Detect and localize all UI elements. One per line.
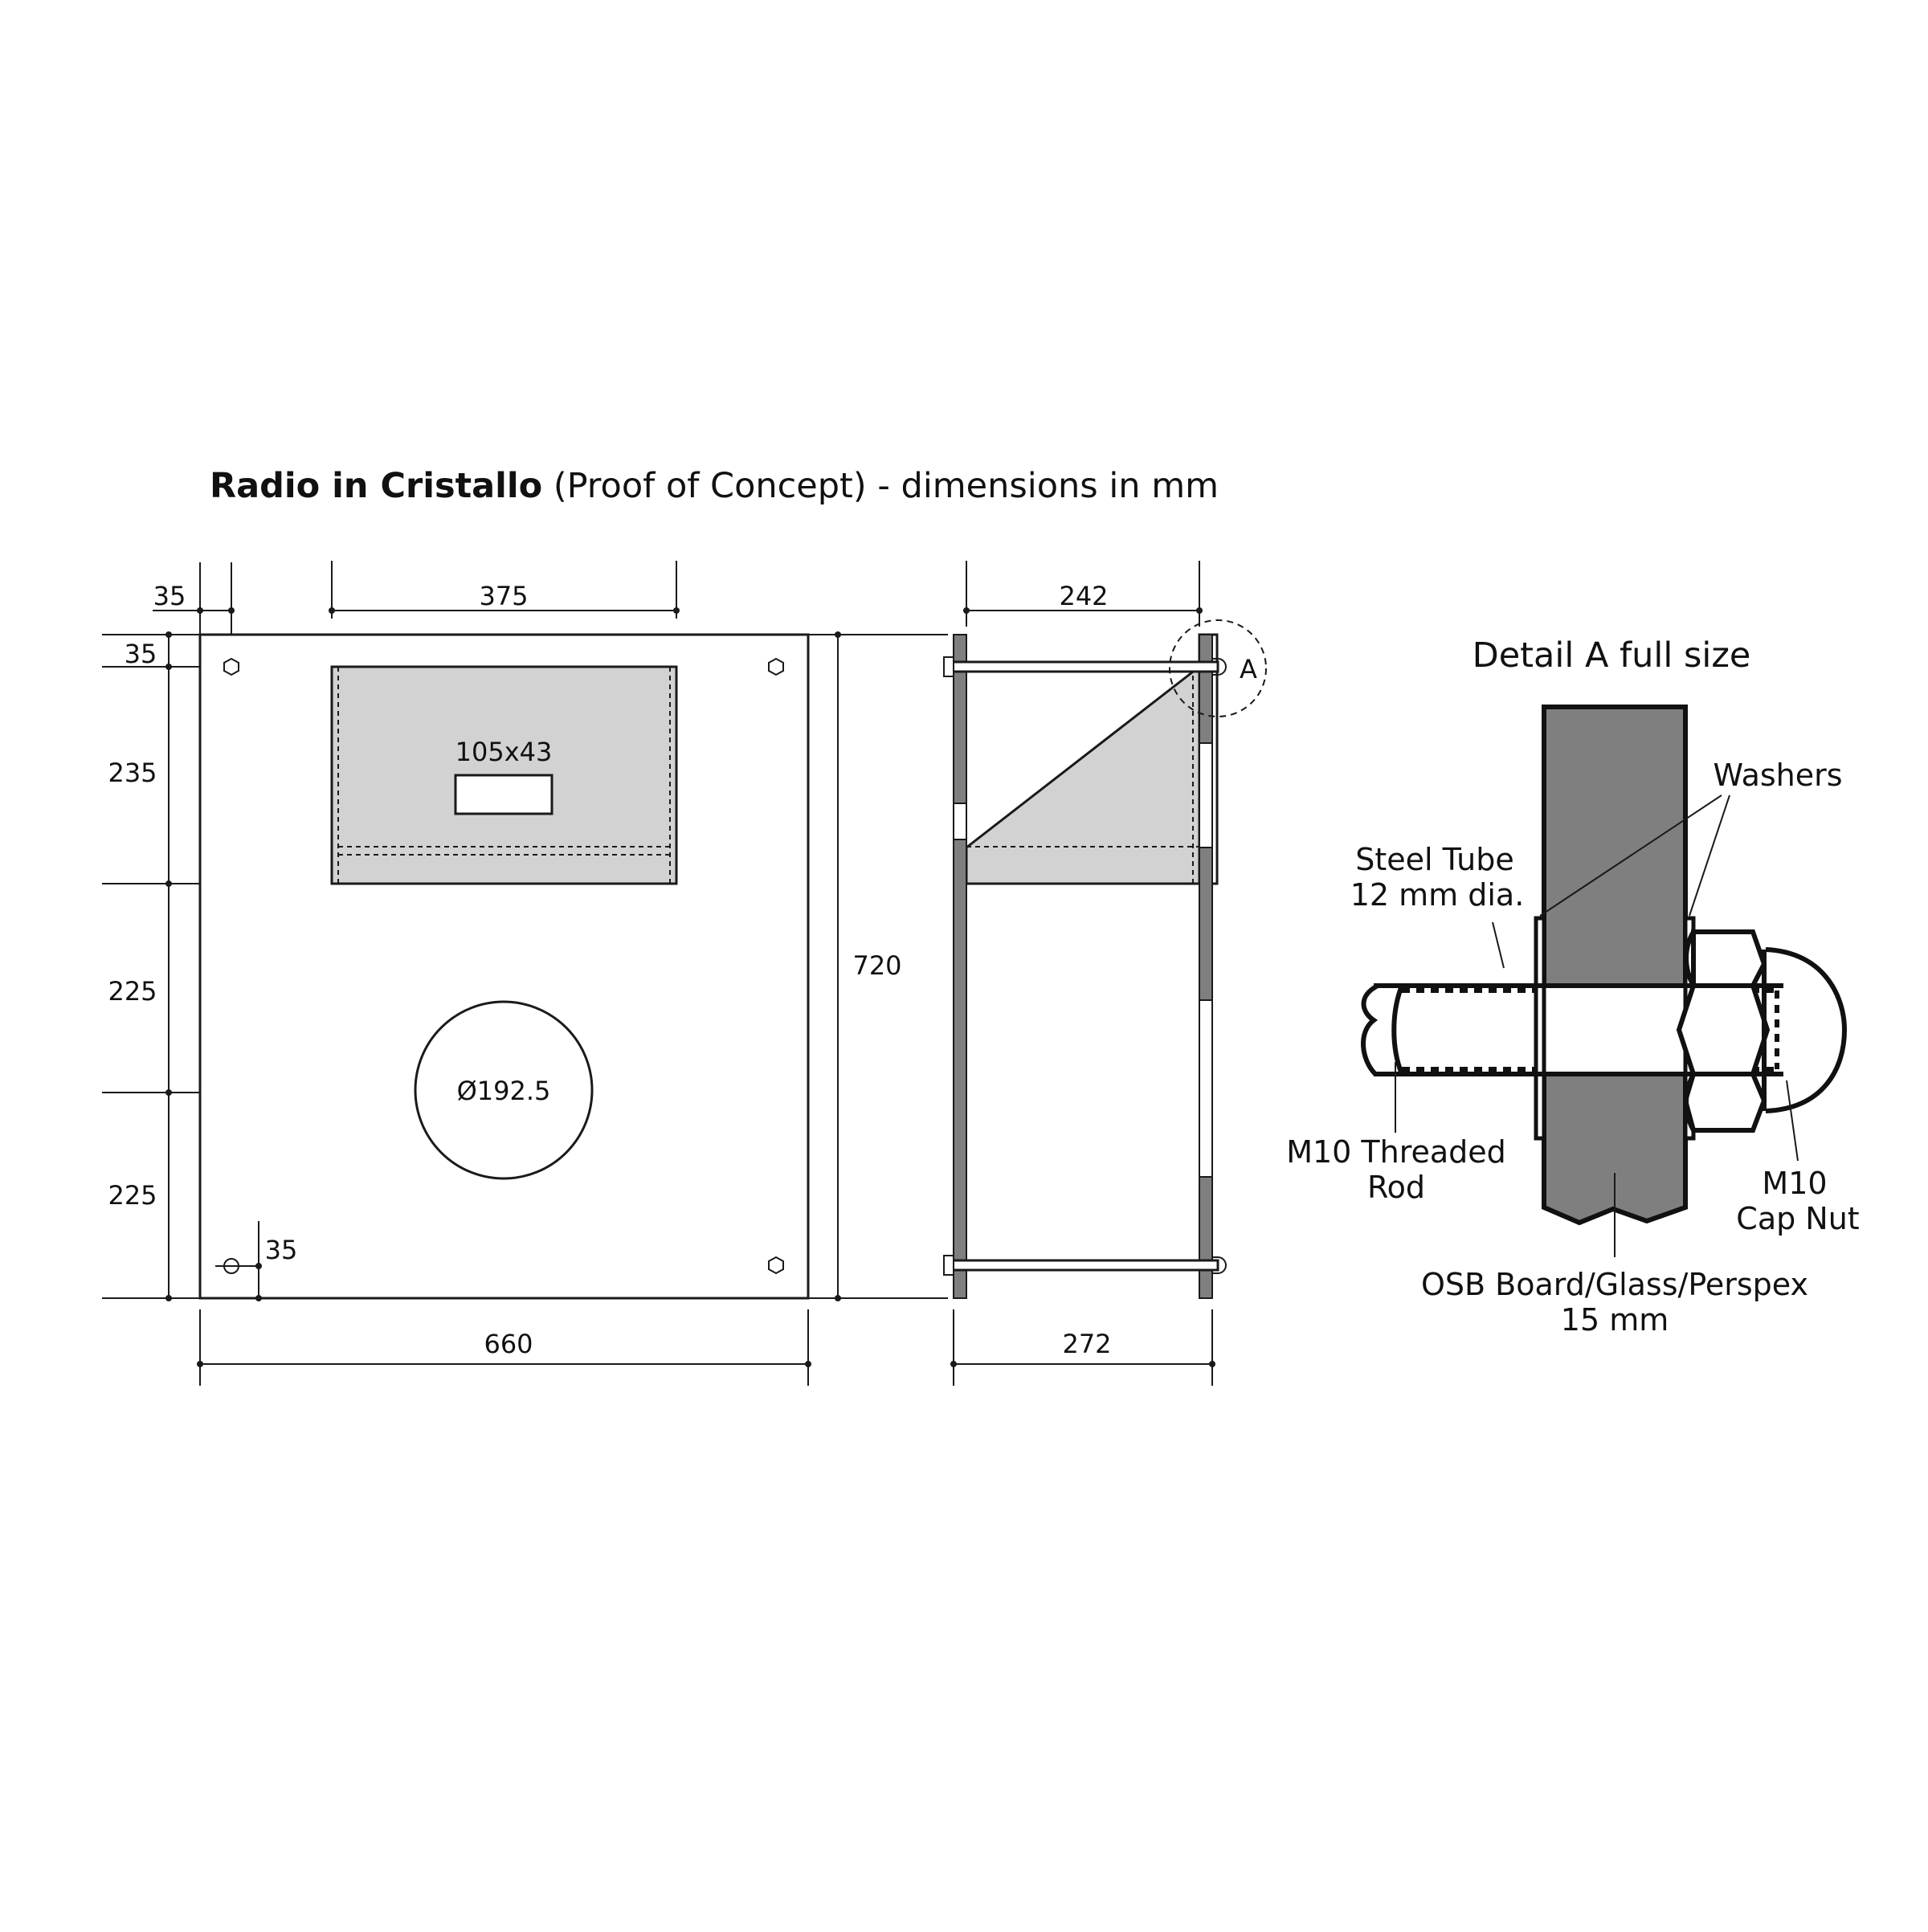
speaker-hole — [414, 1000, 594, 1180]
label-cap-nut-2: Cap Nut — [1736, 1201, 1859, 1236]
dim-375-label: 375 — [479, 581, 528, 611]
dim-242-label: 242 — [1059, 581, 1108, 611]
dim-375: 375 — [329, 561, 680, 619]
label-threaded-rod-2: Rod — [1367, 1170, 1425, 1205]
drawing-title: Radio in Cristallo (Proof of Concept) - … — [210, 466, 1219, 506]
dim-660-label: 660 — [484, 1329, 533, 1359]
hex-nut-icon — [768, 657, 784, 676]
dim-35-bottom-label: 35 — [265, 1235, 298, 1265]
dim-660: 660 — [197, 1309, 811, 1386]
nut-icon — [943, 1255, 954, 1276]
dim-35-top: 35 — [153, 562, 235, 635]
dim-35-top-label: 35 — [153, 581, 186, 611]
control-panel — [330, 665, 678, 885]
label-threaded-rod-1: M10 Threaded — [1286, 1134, 1506, 1170]
back-board-glass — [1199, 999, 1213, 1178]
threaded-rod-bottom — [946, 1259, 1219, 1272]
drawing-title-rest: (Proof of Concept) - dimensions in mm — [542, 466, 1219, 506]
dim-272: 272 — [950, 1309, 1215, 1386]
dim-35-bottom: 35 — [255, 1221, 297, 1301]
detail-a-title: Detail A full size — [1473, 635, 1751, 676]
dim-35-side-label: 35 — [125, 639, 157, 669]
leader-steel-tube — [1492, 921, 1505, 969]
dim-242: 242 — [963, 561, 1203, 627]
nut-icon — [943, 656, 954, 677]
display-window — [454, 774, 553, 815]
dim-235-label: 235 — [108, 758, 157, 788]
label-board-1: OSB Board/Glass/Perspex — [1421, 1267, 1808, 1302]
label-steel-tube-1: Steel Tube — [1355, 842, 1513, 877]
hex-nut-top — [1691, 929, 1767, 988]
rod-break-icon — [1361, 983, 1379, 1076]
back-board — [1199, 634, 1213, 1299]
hex-nut-edge — [1684, 1072, 1696, 1132]
leader-washer-right — [1689, 794, 1730, 917]
washer-left — [1534, 916, 1546, 1141]
hex-nut-edge — [1684, 930, 1696, 987]
front-panel — [198, 633, 810, 1300]
detail-a: Detail A full size — [1286, 635, 1860, 1338]
board-section — [1542, 705, 1688, 1226]
hex-nut-middle — [1676, 983, 1771, 1076]
cap-nut-dome — [1765, 947, 1848, 1113]
side-view: A 242 272 — [943, 561, 1267, 1386]
dim-720-label: 720 — [852, 950, 901, 981]
dim-left-chain: 35 235 225 225 — [102, 631, 200, 1301]
hex-nut-bottom — [1682, 1072, 1767, 1133]
hex-nut-icon — [223, 657, 239, 676]
rod-break-edge — [1391, 984, 1404, 1076]
cap-nut-icon — [1217, 658, 1227, 676]
hex-nut-icon — [768, 1256, 784, 1275]
label-steel-tube-2: 12 mm dia. — [1350, 877, 1525, 913]
dim-225-b-label: 225 — [108, 1180, 157, 1211]
detail-a-circle — [1169, 619, 1267, 717]
dim-720: 720 — [808, 631, 948, 1301]
front-board — [953, 634, 967, 1299]
cap-nut-icon — [1217, 1256, 1227, 1274]
speaker-hole-label: Ø192.5 — [457, 1076, 551, 1106]
front-board-window — [953, 803, 967, 840]
label-cap-nut-1: M10 — [1762, 1166, 1827, 1201]
leader-cap-nut — [1786, 1080, 1799, 1162]
detail-a-marker: A — [1240, 654, 1257, 684]
dim-272-label: 272 — [1062, 1329, 1111, 1359]
dim-225-a-label: 225 — [108, 976, 157, 1007]
label-board-2: 15 mm — [1561, 1302, 1669, 1338]
control-panel-side — [965, 664, 1201, 885]
threaded-rod-top — [946, 660, 1219, 673]
front-view: 105x43 Ø192.5 35 — [102, 561, 948, 1386]
label-washers: Washers — [1713, 758, 1842, 793]
back-board-glass — [1199, 742, 1213, 848]
display-window-label: 105x43 — [455, 737, 553, 767]
tube-hole — [1544, 986, 1685, 1074]
drawing-title-bold: Radio in Cristallo — [210, 466, 543, 506]
leader-washer-left — [1539, 794, 1722, 917]
